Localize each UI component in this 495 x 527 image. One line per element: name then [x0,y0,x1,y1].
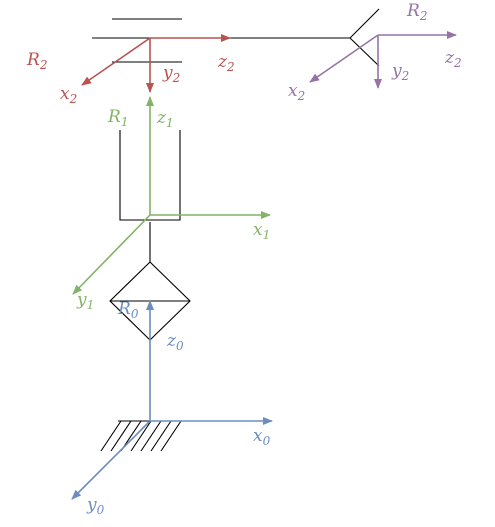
label-y1: y1 [76,290,94,312]
label-z1: z1 [156,108,174,130]
label-y2-purple: y2 [391,61,409,83]
frame-r1: x1 y1 z1 R1 [72,96,271,312]
gripper [349,8,380,67]
axis-y1-arrow [72,214,151,295]
label-frame-r2-purple: R2 [406,1,427,23]
label-frame-r0: R0 [117,299,139,321]
label-frame-r2-red: R2 [26,50,47,72]
axis-y0-arrow [71,420,151,500]
ground-symbol [100,420,182,452]
label-y0: y0 [86,495,105,517]
label-x2-red: x2 [60,84,77,106]
label-x2-purple: x2 [288,81,305,103]
frame-r0: x0 y0 z0 R0 [71,299,273,517]
frame-r2-red: z2 x2 y2 R2 [26,34,235,106]
label-z2-purple: z2 [444,48,462,70]
label-z0: z0 [166,331,184,353]
axis-x2-purple-arrow [309,34,379,83]
label-y2-red: y2 [162,63,180,85]
frame-r2-purple: z2 x2 y2 R2 [288,1,462,103]
prismatic-joint [119,130,181,221]
label-x1: x1 [253,220,270,242]
label-z2-red: z2 [217,52,235,74]
axis-x2-red-arrow [81,37,151,86]
label-x0: x0 [253,426,271,448]
label-frame-r1: R1 [107,107,128,129]
